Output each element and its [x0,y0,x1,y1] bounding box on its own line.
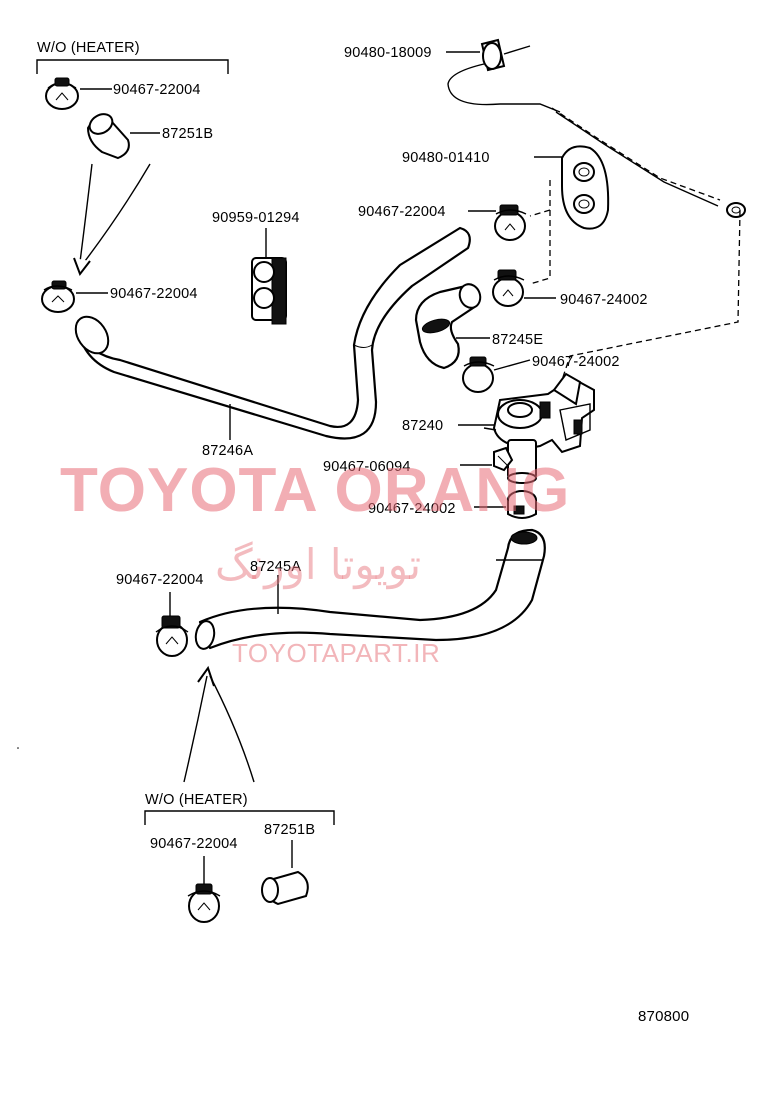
short-hose-icon [86,113,130,160]
speck [17,747,19,749]
arrow-line [183,675,208,783]
clamp-icon [187,883,221,923]
cable-end-icon [726,202,746,218]
part-number-label: 90467-06094 [323,459,411,475]
part-number-label: 90467-22004 [110,286,198,302]
part-number-label: 90467-22004 [150,836,238,852]
control-cable-dashed [551,107,721,201]
part-number-label: 90467-22004 [358,204,446,220]
short-hose-87245E-icon [414,283,482,370]
wo-heater-top-group: W/O (HEATER) [36,40,229,74]
grommet-plate-icon [561,145,610,230]
hose-end [74,315,110,355]
wo-heater-bottom-bracket [144,810,335,825]
control-cable [503,45,531,55]
water-valve-icon [483,372,595,484]
clamp-icon [41,280,75,313]
part-number-label: 90467-22004 [116,572,204,588]
clamp-icon [494,204,527,241]
control-cable [447,63,561,113]
part-number-label: 87240 [402,418,443,434]
part-number-label: 87245E [492,332,543,348]
hose-band [353,344,373,348]
part-number-label: 90467-24002 [560,292,648,308]
part-number-label: 90480-01410 [402,150,490,166]
clamp-icon [462,356,495,393]
cable-grommet-icon [480,38,506,72]
part-number-label: 90480-18009 [344,45,432,61]
part-number-label: 87245A [250,559,301,575]
part-number-label: 90959-01294 [212,210,300,226]
part-number-label: 87246A [202,443,253,459]
watermark-url: TOYOTAPART.IR [232,638,441,668]
wo-heater-bottom-label: W/O (HEATER) [145,792,248,808]
watermark-persian: تویوتا اورنگ [215,540,422,589]
outlet-hose-87245A [198,528,546,650]
watermark-main: TOYOTA ORANG [60,456,571,525]
part-number-label: 90467-24002 [532,354,620,370]
figure-number: 870800 [638,1008,689,1025]
clamp-icon [492,269,525,307]
arrow-line [209,675,255,783]
arrow-head-icon [73,257,91,277]
part-number-label: 90467-22004 [113,82,201,98]
hose-band [510,531,538,545]
part-number-label: 87251B [264,822,315,838]
wo-heater-top-label: W/O (HEATER) [37,40,140,56]
assembly-guide [529,180,551,217]
part-number-label: 90467-24002 [368,501,456,517]
part-number-label: 87251B [162,126,213,142]
inlet-hose-87246A [76,226,471,440]
leader-line [493,359,531,371]
control-cable [555,111,719,207]
clamp-icon [45,77,79,110]
short-hose-icon [261,870,309,906]
hose-clip-icon [251,257,287,325]
wo-heater-bottom-group: W/O (HEATER) [144,792,335,825]
clamp-icon [507,490,537,519]
hose-end [194,620,216,650]
arrow-line [79,163,93,263]
clamp-icon [155,615,189,657]
arrow-line [81,163,151,266]
screw-icon [493,446,514,472]
assembly-guide [529,210,551,285]
wo-heater-top-bracket [36,59,229,74]
